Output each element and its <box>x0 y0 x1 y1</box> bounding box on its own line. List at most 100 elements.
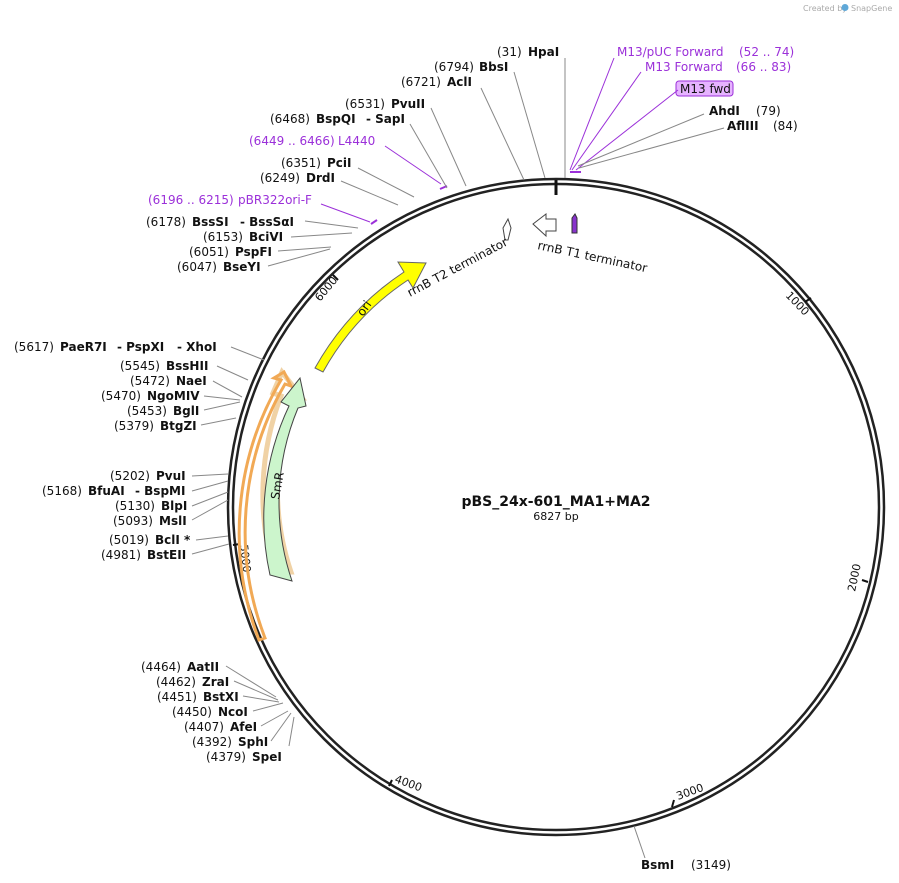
bbsi-pos: (6794) <box>434 60 474 74</box>
bgli-leader <box>203 401 241 411</box>
spei-pos: (4379) <box>206 750 246 764</box>
bsshii-leader <box>216 365 249 381</box>
tick-3000 <box>671 799 675 808</box>
bstxi-leader <box>242 695 280 703</box>
tick-2000 <box>861 579 869 583</box>
l4440-leader <box>384 145 442 185</box>
naei-leader <box>212 380 243 398</box>
bsmi-name: BsmI <box>641 858 674 872</box>
tick-label-2000: 2000 <box>845 563 864 593</box>
bspqi-pos: (6468) <box>270 112 310 126</box>
bsteii-leader <box>191 543 230 555</box>
spei-leader <box>288 716 295 747</box>
bcli-name: BclI * <box>155 533 191 547</box>
l4440-range: (6449 .. 6466) <box>249 134 335 148</box>
ncoi-leader <box>252 702 284 712</box>
zrai-pos: (4462) <box>156 675 196 689</box>
pspfi-leader <box>277 246 332 252</box>
tick-4000 <box>388 779 393 787</box>
bstxi-name: BstXI <box>203 690 239 704</box>
plasmid-name: pBS_24x-601_MA1+MA2 <box>461 494 650 510</box>
bcli-pos: (5019) <box>109 533 149 547</box>
m13-fwd-box <box>675 80 734 97</box>
credit-text: Created by <box>803 4 847 13</box>
pvuii-leader <box>430 107 467 187</box>
acli-name: AclI <box>447 75 472 89</box>
orf-arrow <box>237 369 294 642</box>
btgzi-leader <box>200 417 237 426</box>
ahdi-pos: (79) <box>756 104 781 118</box>
bgli-name: BglI <box>173 404 199 418</box>
pbr322ori-primer-mark <box>370 219 378 225</box>
bseyi-leader <box>267 248 331 267</box>
smr-label: SmR <box>268 471 287 501</box>
bfuai-name: BfuAI <box>88 484 125 498</box>
bsmi-leader <box>633 825 646 859</box>
rrnb-t2-feature <box>502 217 512 241</box>
afei-name: AfeI <box>230 720 257 734</box>
afei-pos: (4407) <box>184 720 224 734</box>
pvui-pos: (5202) <box>110 469 150 483</box>
drdi-leader <box>340 180 399 206</box>
ahdi-leader <box>577 113 705 167</box>
paer7i-alt2: - XhoI <box>177 340 217 354</box>
msli-leader <box>191 499 229 521</box>
bsteii-pos: (4981) <box>101 548 141 562</box>
bsssi-name: BssSI <box>192 215 229 229</box>
ahdi-name: AhdI <box>709 104 740 118</box>
bfuai-pos: (5168) <box>42 484 82 498</box>
sphi-leader <box>270 712 292 742</box>
rrnb-t1-feature <box>532 212 557 238</box>
bstxi-pos: (4451) <box>157 690 197 704</box>
bfuai-leader <box>191 480 229 492</box>
aatii-pos: (4464) <box>141 660 181 674</box>
naei-pos: (5472) <box>130 374 170 388</box>
bseyi-pos: (6047) <box>177 260 217 274</box>
l4440-name: L4440 <box>338 134 375 148</box>
aflii-leader <box>578 127 725 169</box>
bsmi-pos: (3149) <box>691 858 731 872</box>
bsshii-name: BssHII <box>166 359 208 373</box>
drdi-name: DrdI <box>306 171 335 185</box>
bsssi-pos: (6178) <box>146 215 186 229</box>
bsshii-pos: (5545) <box>120 359 160 373</box>
btgzi-name: BtgZI <box>160 419 197 433</box>
ngomiv-leader <box>203 395 241 401</box>
pvuii-pos: (6531) <box>345 97 385 111</box>
bsssi-alt: - BssSαI <box>240 215 294 229</box>
msli-pos: (5093) <box>113 514 153 528</box>
m13-fwd-label: M13 fwd <box>680 82 731 96</box>
aflii-pos: (84) <box>773 119 798 133</box>
btgzi-pos: (5379) <box>114 419 154 433</box>
aatii-leader <box>225 665 277 698</box>
acli-leader <box>480 87 525 181</box>
pspfi-pos: (6051) <box>189 245 229 259</box>
m13-forward-leader <box>571 71 642 171</box>
aflii-name: AflIII <box>727 119 759 133</box>
blpi-name: BlpI <box>161 499 187 513</box>
naei-name: NaeI <box>176 374 207 388</box>
tick-1000 <box>804 297 812 303</box>
acli-pos: (6721) <box>401 75 441 89</box>
ncoi-pos: (4450) <box>172 705 212 719</box>
bgli-pos: (5453) <box>127 404 167 418</box>
rrnb-t1-dark-feature <box>571 213 578 234</box>
zrai-name: ZraI <box>202 675 229 689</box>
m13-puc-forward-name: M13/pUC Forward <box>617 45 724 59</box>
sphi-name: SphI <box>238 735 268 749</box>
ngomiv-pos: (5470) <box>101 389 141 403</box>
bfuai-alt: - BspMI <box>135 484 185 498</box>
bcivi-name: BciVI <box>249 230 283 244</box>
m13-puc-leader <box>569 57 615 171</box>
snapgene-logo-icon <box>841 4 849 11</box>
pspfi-name: PspFI <box>235 245 272 259</box>
bsssi-leader <box>304 220 359 229</box>
blpi-leader <box>191 491 229 507</box>
ori-feature <box>314 261 427 373</box>
pbr322ori-leader <box>320 203 371 223</box>
m13-forward-name: M13 Forward <box>645 60 723 74</box>
sphi-pos: (4392) <box>192 735 232 749</box>
paer7i-alt1: - PspXI <box>117 340 164 354</box>
tick-label-1000: 1000 <box>783 289 812 318</box>
